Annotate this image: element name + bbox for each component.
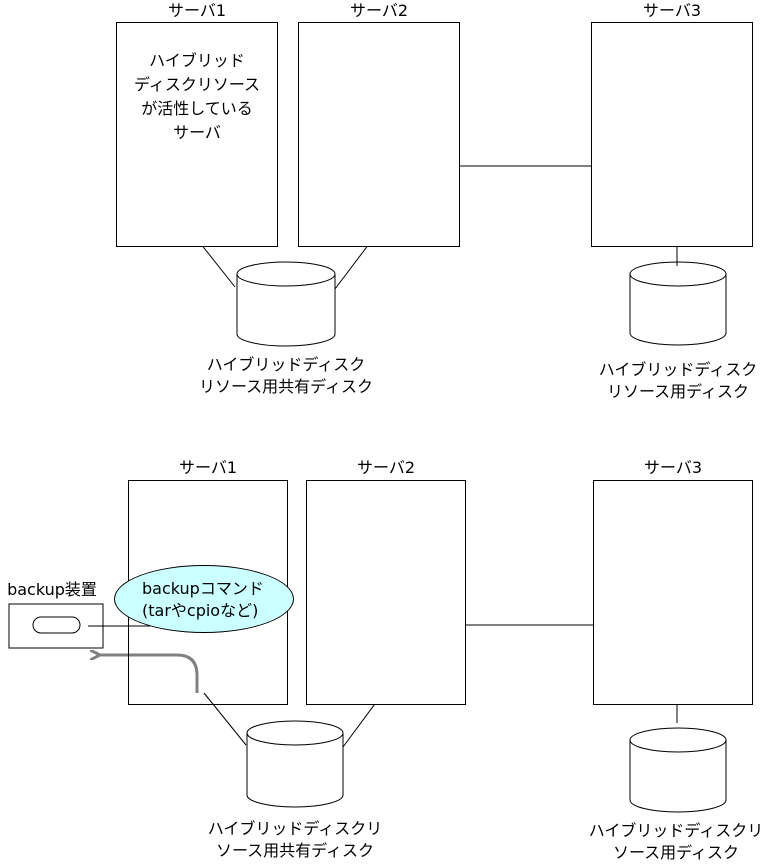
tape-slot-icon [32,616,81,634]
server1-label-bottom: サーバ1 [178,458,238,477]
backup-device-label: backup装置 [7,580,97,599]
server3-box-bottom [593,480,753,705]
server3-label-top: サーバ3 [642,1,702,20]
shared-disk-icon-bottom [246,720,344,808]
shared-disk-icon-top [236,261,336,347]
server2-label-bottom: サーバ2 [356,458,416,477]
local-disk-label-top: ハイブリッドディスク リソース用ディスク [598,360,758,401]
backup-flow-arrow [98,655,199,693]
server2-box-top [298,22,460,247]
local-disk-icon-bottom [629,727,727,813]
server2-box-bottom [306,480,466,705]
backup-command-text: backupコマンド (tarやcpioなど) [142,579,264,620]
shared-disk-label-bottom: ハイブリッドディスクリ ソース用共有ディスク [207,819,383,860]
backup-command-ellipse: backupコマンド (tarやcpioなど) [114,565,294,633]
server3-box-top [591,22,753,247]
server1-disk-link-bottom [203,692,247,746]
local-disk-icon-top [629,261,727,346]
server1-note: ハイブリッド ディスクリソース が活性している サーバ [133,51,261,142]
local-disk-label-bottom: ハイブリッドディスクリ ソース用ディスク [588,821,764,862]
server3-label-bottom: サーバ3 [643,458,703,477]
server1-box-top: ハイブリッド ディスクリソース が活性している サーバ [116,22,278,247]
server2-label-top: サーバ2 [349,1,409,20]
shared-disk-label-top: ハイブリッドディスク リソース用共有ディスク [198,355,374,396]
server1-label-top: サーバ1 [167,1,227,20]
